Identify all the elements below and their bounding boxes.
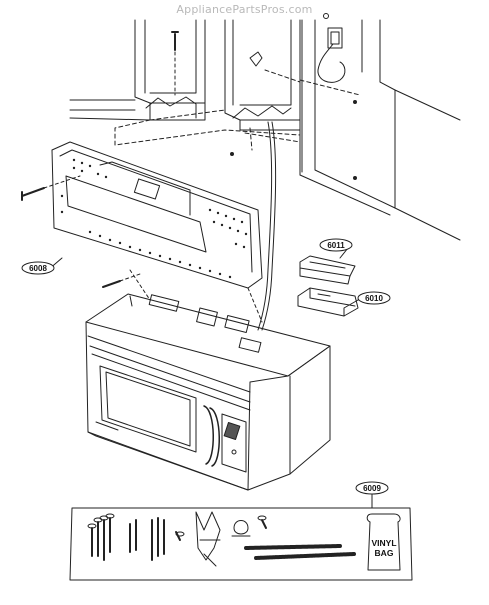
mounting-plate-6008 — [21, 121, 277, 331]
part-6008-text: 6008 — [29, 264, 47, 273]
label-6008: 6008 — [21, 257, 63, 275]
vinyl-bag-line2: BAG — [375, 548, 394, 558]
part-6009-text: 6009 — [363, 484, 381, 493]
vinyl-bag-line1: VINYL — [371, 538, 396, 548]
watermark: AppliancePartsPros.com — [176, 3, 313, 16]
part-6011: 6011 — [299, 238, 356, 285]
part-6010-text: 6010 — [365, 294, 383, 303]
microwave — [85, 293, 331, 491]
part-6011-text: 6011 — [327, 241, 345, 250]
upper-cabinets — [69, 13, 461, 241]
hardware-kit-6009: 6009 — [69, 481, 413, 581]
part-6010: 6010 — [297, 287, 391, 317]
